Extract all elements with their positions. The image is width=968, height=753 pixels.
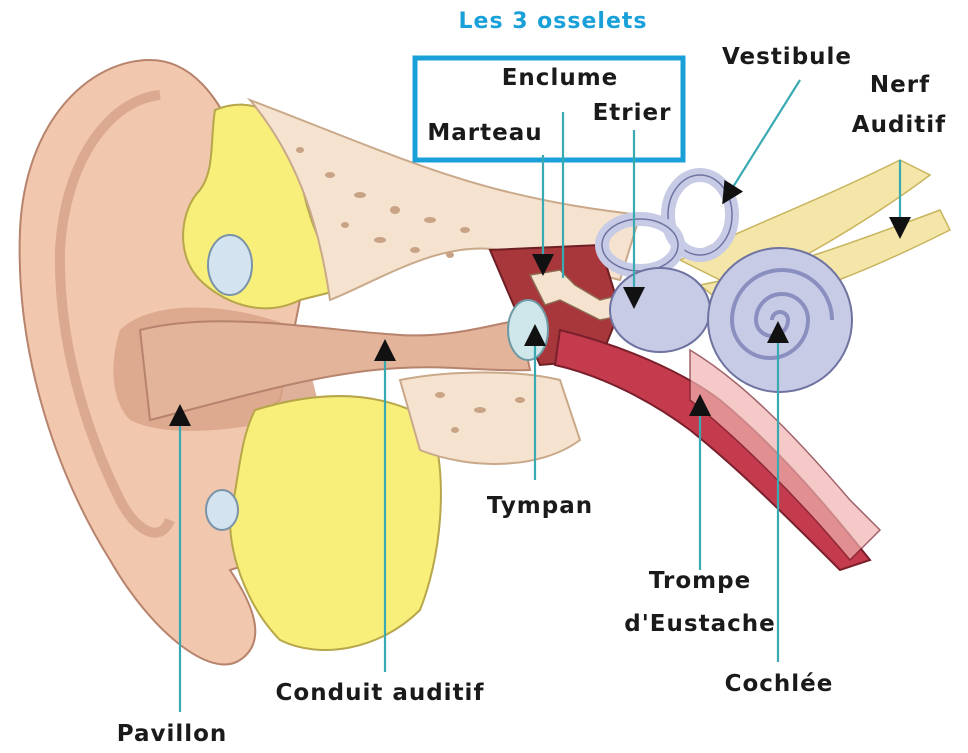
upper-cavity — [208, 235, 252, 295]
label-nerf-line2: Auditif — [852, 112, 946, 138]
label-trompe-line1: Trompe — [649, 568, 751, 594]
label-etrier: Etrier — [593, 100, 672, 126]
eardrum-membrane — [508, 300, 548, 360]
label-cochlee: Cochlée — [725, 671, 834, 697]
label-tympan: Tympan — [487, 493, 593, 519]
label-vestibule: Vestibule — [722, 44, 852, 70]
label-marteau: Marteau — [427, 120, 542, 146]
leader-vestibule — [728, 80, 800, 195]
bone-lower — [400, 373, 580, 464]
label-trompe-line2: d'Eustache — [624, 611, 775, 637]
lower-cavity — [206, 490, 238, 530]
inner-ear — [602, 160, 950, 392]
label-enclume: Enclume — [502, 65, 619, 91]
label-nerf-line1: Nerf — [870, 72, 930, 98]
vestibule-body — [610, 268, 710, 352]
label-conduit: Conduit auditif — [276, 680, 485, 706]
osselets-title: Les 3 osselets — [459, 9, 648, 34]
lower-cartilage — [230, 396, 441, 650]
label-pavillon: Pavillon — [117, 721, 228, 747]
